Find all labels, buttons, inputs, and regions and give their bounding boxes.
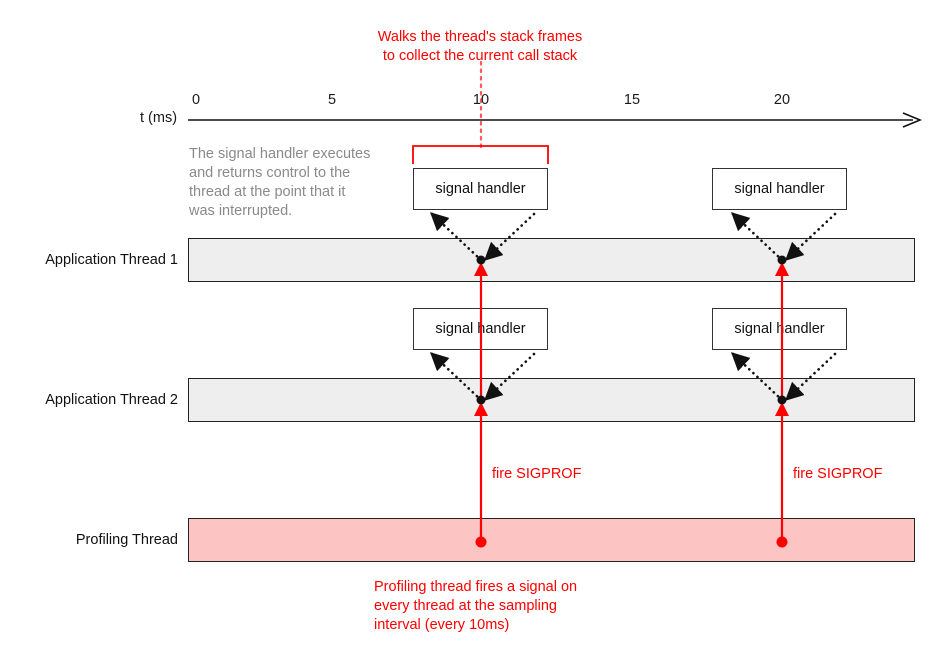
axis-tick-15: 15 xyxy=(623,92,641,108)
signal-label-20ms: fire SIGPROF xyxy=(793,466,883,482)
lane-bar-thread1 xyxy=(188,238,915,282)
annotation-left-note: The signal handler executes and returns … xyxy=(189,146,371,219)
axis-tick-20: 20 xyxy=(773,92,791,108)
signal-label-10ms: fire SIGPROF xyxy=(492,466,582,482)
lane-label-thread2: Application Thread 2 xyxy=(45,392,178,408)
lane-bar-profiler xyxy=(188,518,915,562)
axis-arrowhead-icon xyxy=(902,112,923,128)
annotation-top-note: Walks the thread's stack frames to colle… xyxy=(377,29,583,64)
axis-tick-0: 0 xyxy=(191,92,201,108)
axis-label-time: t (ms) xyxy=(140,110,178,126)
lane-label-profiler: Profiling Thread xyxy=(75,532,178,548)
handler-box-thread1-10ms: signal handler xyxy=(413,168,548,210)
handler-box-thread1-20ms: signal handler xyxy=(712,168,847,210)
handler-box-thread2-10ms: signal handler xyxy=(413,308,548,350)
lane-bar-thread2 xyxy=(188,378,915,422)
handler-box-thread2-20ms: signal handler xyxy=(712,308,847,350)
lane-label-thread1: Application Thread 1 xyxy=(45,252,178,268)
axis-tick-5: 5 xyxy=(327,92,337,108)
axis-tick-10: 10 xyxy=(472,92,490,108)
annotation-bottom-note: Profiling thread fires a signal on every… xyxy=(374,579,578,633)
